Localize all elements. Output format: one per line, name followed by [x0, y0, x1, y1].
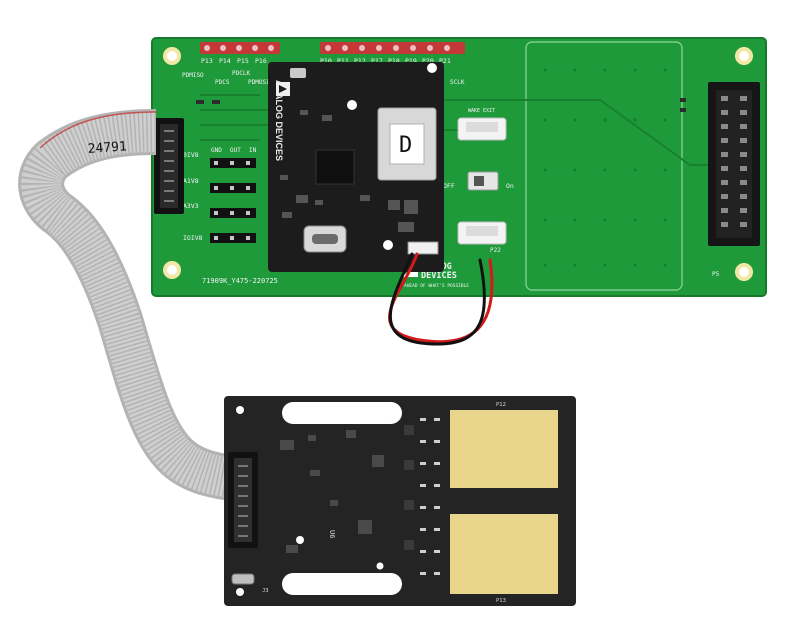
pin-label: P18 [388, 57, 400, 65]
side-label: IN [249, 147, 257, 154]
ribbon-connector-main [154, 118, 184, 214]
module-logo: ANALOG DEVICES [274, 80, 284, 161]
signal-label: PDCS [215, 79, 230, 86]
pin-label: P20 [422, 57, 434, 65]
pin-label: P15 [237, 57, 249, 65]
main-green-board: P13 P14 P15 P16 P10 P11 P12 P17 P18 P19 … [151, 37, 767, 297]
rail-label: A1V8 [183, 177, 199, 185]
side-label: GND [211, 147, 222, 154]
pin-label: P19 [405, 57, 417, 65]
pin-header-p5 [708, 82, 760, 246]
jst-connector-bottom [457, 221, 507, 245]
jumper-headers [210, 158, 256, 243]
logo-text: DEVICES [421, 271, 457, 281]
power-switch[interactable] [467, 171, 499, 191]
module-label: D [399, 133, 412, 158]
signal-label: SCLK [450, 79, 465, 86]
pin-label: P17 [371, 57, 383, 65]
pin-label: P14 [219, 57, 231, 65]
signal-label: PDMISO [182, 72, 204, 79]
wake-label: WAKE EXIT [468, 108, 495, 114]
rail-label: IOIV8 [183, 234, 203, 242]
pin-label: P21 [439, 57, 451, 65]
mounting-hole [735, 47, 753, 65]
power-wires [388, 252, 494, 346]
signal-label: PDMOSI [248, 79, 270, 86]
mounting-hole [163, 47, 181, 65]
rail-label: A3V3 [183, 202, 199, 210]
tagline: AHEAD OF WHAT'S POSSIBLE [404, 283, 469, 289]
black-controller-module: ANALOG DEVICES D [268, 62, 444, 272]
side-label: OUT [230, 147, 241, 154]
ribbon-number: 24791 [87, 139, 127, 157]
header-pins-left [200, 42, 280, 54]
electrode-pad-bottom [450, 514, 558, 594]
connector-label: J3 [262, 588, 269, 594]
pin-label: P16 [255, 57, 267, 65]
rail-label: 0IV8 [183, 151, 199, 159]
pad-label: P13 [496, 598, 506, 604]
wireless-module: D [377, 107, 437, 181]
signal-label: PDCLK [232, 70, 250, 77]
on-label: On [506, 182, 514, 190]
connector-label: P22 [490, 247, 501, 254]
pin-label: P13 [201, 57, 213, 65]
pin-label: P10 [320, 57, 332, 65]
ribbon-connector-sensor [228, 452, 258, 548]
connector-label: P5 [712, 271, 720, 278]
jst-connector-top [457, 117, 507, 141]
mounting-hole [735, 263, 753, 281]
part-number: 71909K_Y475-220725 [202, 277, 278, 285]
pin-label: P12 [354, 57, 366, 65]
usb-c-port[interactable] [303, 225, 347, 253]
electrode-pad-top [450, 410, 558, 488]
ribbon-cable: 24791 [18, 109, 236, 501]
off-label: OFF [443, 182, 455, 190]
sensor-board: P12 P13 J3 [224, 396, 576, 606]
mounting-hole [163, 261, 181, 279]
ic-label: U6 [328, 530, 336, 538]
header-pins-right [320, 42, 465, 54]
pin-label: P11 [337, 57, 349, 65]
pad-label: P12 [496, 402, 506, 408]
